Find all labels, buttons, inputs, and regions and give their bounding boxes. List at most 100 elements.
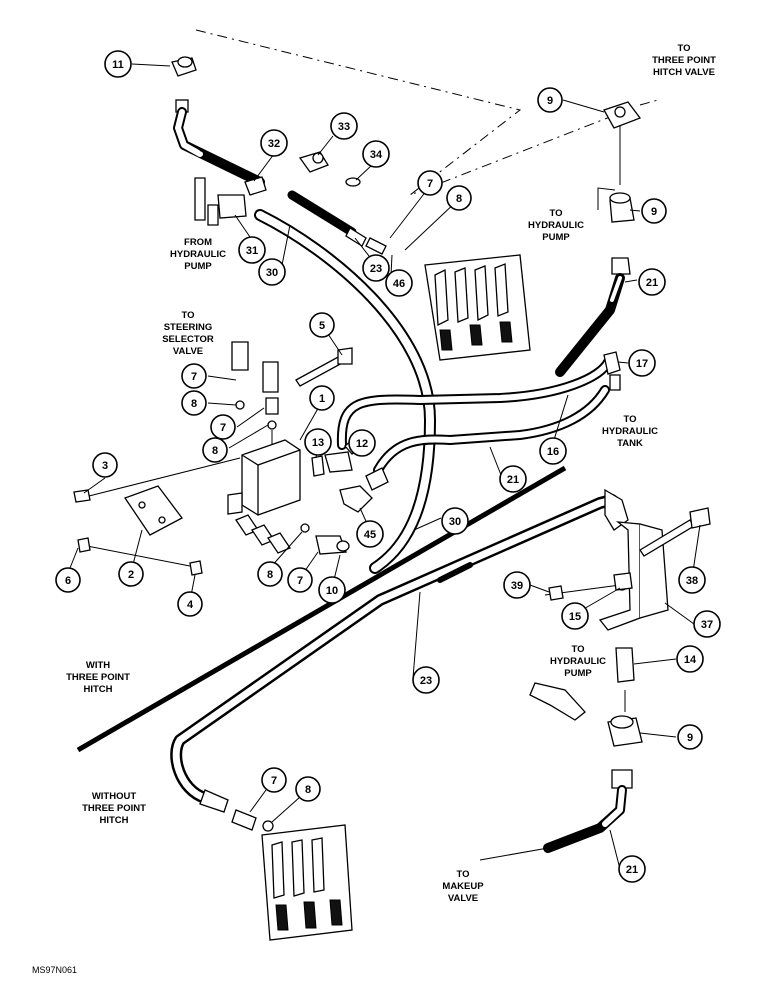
label-line: PUMP (564, 668, 592, 679)
line-pump-top (597, 187, 616, 210)
fitting-45 (339, 485, 373, 513)
label-line: WITHOUT (92, 791, 137, 802)
callout-number: 45 (364, 529, 376, 541)
label-line: TO (456, 869, 469, 880)
callout-c1: 1 (309, 385, 335, 411)
callout-number: 7 (191, 371, 197, 383)
hose-21-bottom (543, 769, 633, 853)
bolt-3 (73, 489, 91, 503)
callout-circle (181, 363, 207, 389)
callout-c30a: 30 (258, 258, 286, 286)
callout-number: 21 (646, 277, 658, 289)
nut-39 (548, 585, 564, 601)
callout-number: 11 (112, 59, 124, 71)
callout-c30b: 30 (441, 507, 469, 535)
label-line: HITCH VALVE (653, 67, 715, 78)
label-line: PUMP (542, 232, 570, 243)
label-line: TO (571, 644, 584, 655)
callout-c31: 31 (238, 236, 266, 264)
label-line: HYDRAULIC (528, 220, 584, 231)
callout-circle (92, 452, 118, 478)
phantom-line-9 (639, 99, 659, 106)
nut-4 (189, 560, 203, 576)
pump-fitting-bottom (529, 682, 586, 721)
tee-fitting-9-top (603, 101, 642, 129)
callout-c21b: 21 (499, 465, 527, 493)
label-to-three-point-hitch-valve: TO THREE POINT HITCH VALVE (652, 43, 716, 78)
callout-circle (55, 567, 81, 593)
callout-circle (104, 50, 132, 78)
label-line: FROM (184, 237, 212, 248)
callout-circle (260, 129, 288, 157)
callout-number: 30 (449, 516, 461, 528)
callout-number: 7 (297, 575, 303, 587)
callout-number: 4 (187, 599, 194, 611)
label-to-hydraulic-pump-top: TO HYDRAULIC PUMP (528, 208, 584, 243)
label-line: HITCH (99, 815, 128, 826)
label-line: HYDRAULIC (602, 426, 658, 437)
callout-c33: 33 (330, 112, 358, 140)
label-line: TO (181, 310, 194, 321)
tee-fitting-9-bottom (607, 715, 643, 747)
callout-number: 8 (191, 398, 197, 410)
label-to-hydraulic-pump-bottom: TO HYDRAULIC PUMP (550, 644, 606, 679)
callout-number: 8 (456, 193, 462, 205)
callout-number: 32 (268, 138, 280, 150)
bolt-3-line (84, 457, 241, 498)
figure-id: MS97N061 (32, 965, 77, 975)
hose-23-upper (287, 190, 387, 255)
callout-c21a: 21 (638, 268, 666, 296)
phantom-line-top (195, 29, 616, 196)
callout-c9c: 9 (677, 724, 703, 750)
label-to-steering-selector-valve: TO STEERING SELECTOR VALVE (162, 310, 214, 357)
callout-circle (309, 312, 335, 338)
callout-circle (330, 112, 358, 140)
callout-c11: 11 (104, 50, 132, 78)
label-line: TO (677, 43, 690, 54)
callout-circle (118, 561, 144, 587)
callout-c6: 6 (55, 567, 81, 593)
bolt-38 (639, 507, 711, 557)
callout-circle (503, 571, 531, 599)
callout-c7c: 7 (210, 414, 236, 440)
label-line: PUMP (184, 261, 212, 272)
callout-circle (318, 576, 346, 604)
callout-circle (677, 724, 703, 750)
callout-number: 23 (420, 675, 432, 687)
callout-c39: 39 (503, 571, 531, 599)
callout-circle (441, 507, 469, 535)
callout-number: 8 (212, 445, 218, 457)
fitting-hose-30-end (365, 467, 389, 491)
callout-circle (257, 561, 283, 587)
callout-c8e: 8 (295, 776, 321, 802)
callout-number: 34 (370, 149, 383, 161)
label-with-three-point-hitch: WITH THREE POINT HITCH (66, 660, 130, 695)
callout-c4: 4 (177, 591, 203, 617)
callout-number: 16 (547, 446, 559, 458)
fitting-33 (298, 151, 329, 173)
fitting-31 (194, 177, 247, 226)
label-line: MAKEUP (442, 881, 484, 892)
callout-circle (499, 465, 527, 493)
callout-circle (537, 87, 563, 113)
callout-number: 21 (626, 864, 638, 876)
hose-23-long (170, 488, 629, 813)
callout-number: 9 (651, 206, 657, 218)
callout-number: 33 (338, 121, 350, 133)
label-line: TO (623, 414, 636, 425)
callout-c9b: 9 (641, 198, 667, 224)
callout-number: 23 (370, 263, 382, 275)
hose-21-mid (373, 385, 610, 475)
label-line: THREE POINT (652, 55, 716, 66)
callout-circle (287, 567, 313, 593)
callout-circle (693, 610, 721, 638)
callout-circle (238, 236, 266, 264)
callout-number: 38 (686, 575, 698, 587)
label-line: HYDRAULIC (550, 656, 606, 667)
callout-c10: 10 (318, 576, 346, 604)
callout-number: 5 (319, 320, 325, 332)
bracket-37 (598, 521, 669, 631)
callout-number: 46 (393, 278, 405, 290)
callout-circle (678, 566, 706, 594)
